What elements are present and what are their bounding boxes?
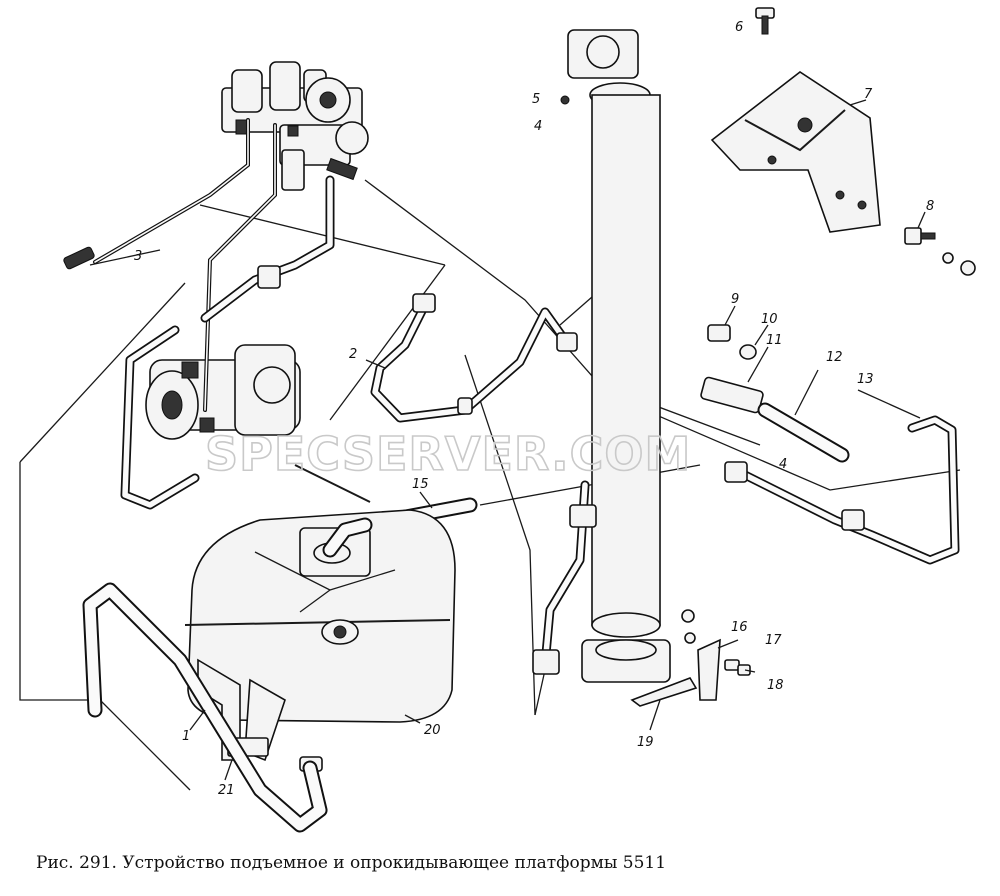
callout-21: 21 <box>218 783 235 798</box>
callout-11: 11 <box>766 333 783 348</box>
hydraulic-pump <box>145 344 301 440</box>
tube-2 <box>370 293 578 423</box>
callout-4-right: 4 <box>779 457 787 472</box>
control-valve-block <box>221 61 369 191</box>
callout-leaders <box>189 99 926 781</box>
callout-4-top: 4 <box>534 119 542 134</box>
callout-labels: 1 2 3 4 4 5 6 7 8 9 10 11 12 13 15 16 17… <box>134 20 934 798</box>
callout-5: 5 <box>532 92 540 107</box>
callout-20: 20 <box>424 723 441 738</box>
callout-1: 1 <box>182 729 190 744</box>
callout-16: 16 <box>731 620 748 635</box>
callout-7: 7 <box>864 87 873 102</box>
callout-17: 17 <box>765 633 782 648</box>
suction-hose <box>82 582 328 833</box>
callout-3: 3 <box>134 249 142 264</box>
callout-8: 8 <box>926 199 934 214</box>
callout-18: 18 <box>767 678 784 693</box>
callout-6: 6 <box>735 20 743 35</box>
hydraulic-cylinder <box>567 29 671 683</box>
oil-tank <box>184 509 456 772</box>
fasteners <box>560 7 976 707</box>
watermark: SPECSERVER.COM <box>205 427 691 481</box>
callout-15: 15 <box>412 477 429 492</box>
callout-12: 12 <box>826 350 843 365</box>
callout-10: 10 <box>761 312 778 327</box>
guide-lines <box>19 179 961 791</box>
pressure-lines <box>63 118 335 510</box>
callout-9: 9 <box>731 292 739 307</box>
callout-19: 19 <box>637 735 654 750</box>
figure-caption: Рис. 291. Устройство подъемное и опрокид… <box>36 853 667 873</box>
callout-13: 13 <box>857 372 874 387</box>
bracket-7 <box>710 71 881 233</box>
callout-2: 2 <box>349 347 357 362</box>
hoses-12-13 <box>724 402 960 565</box>
cylinder-hose <box>532 480 597 675</box>
